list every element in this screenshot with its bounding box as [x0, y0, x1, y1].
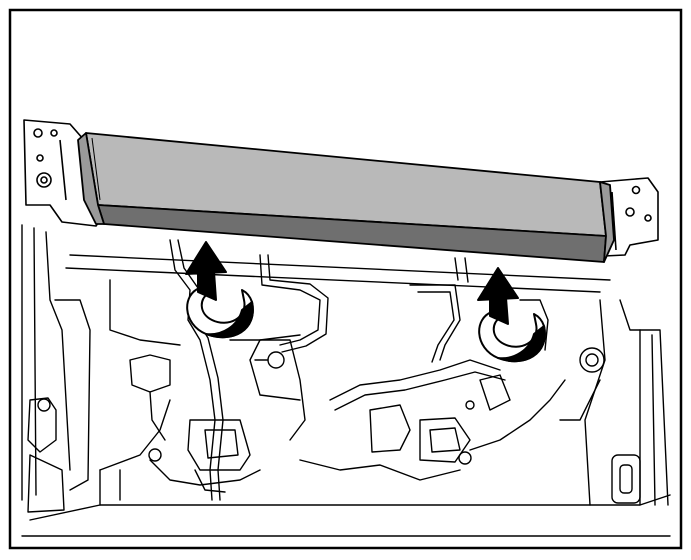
rotate-up-arrow-icon [185, 241, 254, 339]
trim-panel-right-end [599, 181, 615, 263]
trim-panel-left-end [77, 132, 105, 225]
figure-border [8, 8, 683, 550]
trim-panel [77, 132, 615, 263]
rotate-up-arrow-icon [477, 267, 546, 363]
